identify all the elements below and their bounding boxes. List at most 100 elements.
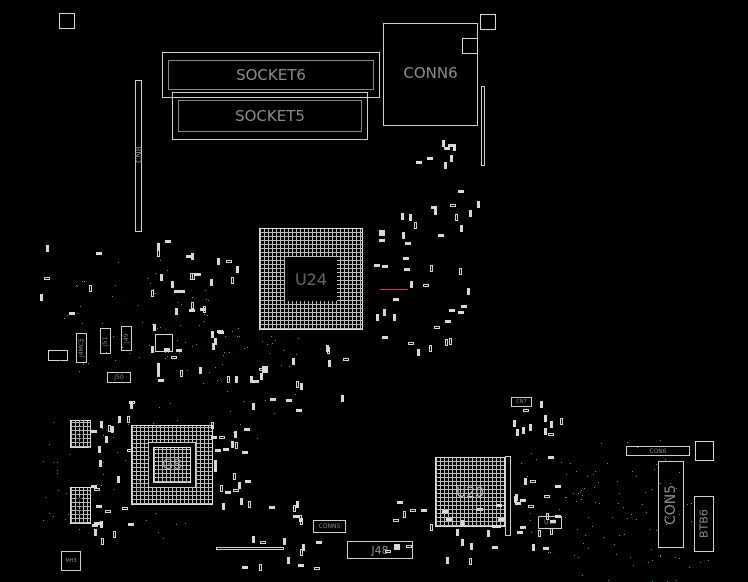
passive-component xyxy=(402,232,406,240)
conn6[interactable] xyxy=(383,23,478,126)
via xyxy=(102,474,104,476)
conn5-label: CONN5 xyxy=(318,523,341,530)
via xyxy=(207,315,209,317)
passive-component xyxy=(469,558,473,566)
via xyxy=(603,536,605,538)
passive-component xyxy=(378,229,385,233)
passive-component xyxy=(469,542,473,550)
cn8-label: CN8 xyxy=(134,146,144,164)
passive-component xyxy=(548,433,555,437)
passive-component xyxy=(403,256,410,260)
via xyxy=(66,492,68,494)
u24-die xyxy=(285,257,337,301)
passive-component xyxy=(543,547,550,551)
passive-component xyxy=(213,337,217,345)
passive-component xyxy=(523,478,527,486)
via xyxy=(550,552,552,554)
btb6[interactable] xyxy=(694,496,714,552)
con6[interactable] xyxy=(626,446,690,456)
via xyxy=(145,487,147,489)
j50[interactable] xyxy=(107,372,131,383)
via xyxy=(78,370,80,372)
socket6[interactable] xyxy=(162,52,380,98)
via xyxy=(114,489,116,491)
u20-label: U20 xyxy=(455,485,485,501)
mh3[interactable] xyxy=(61,551,81,571)
via xyxy=(531,532,533,534)
passive-component xyxy=(44,277,51,281)
via xyxy=(594,470,596,472)
passive-component xyxy=(150,290,154,298)
passive-component xyxy=(252,535,256,543)
via xyxy=(656,463,658,465)
via xyxy=(155,469,157,471)
con5[interactable] xyxy=(658,461,684,548)
via xyxy=(244,348,246,350)
passive-component xyxy=(445,339,449,347)
passive-component xyxy=(408,342,415,346)
passive-component xyxy=(46,245,50,253)
via xyxy=(177,340,179,342)
passive-component xyxy=(458,311,465,315)
j49[interactable] xyxy=(121,326,132,351)
via xyxy=(594,501,596,503)
via xyxy=(632,471,634,473)
passive-component xyxy=(104,435,108,443)
u19[interactable] xyxy=(70,487,91,524)
passive-component xyxy=(264,366,268,374)
passive-component xyxy=(403,511,407,519)
passive-component xyxy=(544,495,551,499)
via xyxy=(52,516,54,518)
socket5-inner xyxy=(178,100,362,132)
passive-component xyxy=(215,449,222,453)
j4mc5-label: J4MC5 xyxy=(78,338,85,358)
j4mc5[interactable] xyxy=(76,333,87,363)
via xyxy=(673,511,675,513)
via xyxy=(134,447,136,449)
via xyxy=(708,559,710,561)
conn5[interactable] xyxy=(313,520,346,533)
via xyxy=(214,366,216,368)
passive-component xyxy=(219,485,223,493)
passive-component xyxy=(236,266,239,274)
passive-component xyxy=(126,448,133,452)
via xyxy=(579,491,581,493)
passive-component xyxy=(292,505,296,513)
via xyxy=(229,410,231,412)
passive-component xyxy=(393,543,400,547)
via xyxy=(548,551,550,553)
u20[interactable] xyxy=(435,457,505,527)
passive-component xyxy=(40,294,44,302)
via xyxy=(521,463,523,465)
j51[interactable] xyxy=(100,328,111,354)
via xyxy=(221,381,223,383)
cn7[interactable] xyxy=(511,397,532,407)
cn8[interactable] xyxy=(135,80,142,232)
via xyxy=(152,422,154,424)
passive-component xyxy=(100,538,104,546)
j51-label: J51 xyxy=(102,336,109,346)
via xyxy=(103,461,105,463)
via xyxy=(690,502,692,504)
via xyxy=(666,522,668,524)
j48[interactable] xyxy=(347,541,413,559)
via xyxy=(67,315,69,317)
via xyxy=(572,492,574,494)
passive-component xyxy=(270,398,277,402)
via xyxy=(619,493,621,495)
via xyxy=(653,468,655,470)
passive-component xyxy=(527,505,534,509)
passive-component xyxy=(230,277,234,285)
passive-component xyxy=(262,366,266,374)
via xyxy=(564,496,566,498)
passive-component xyxy=(492,545,499,549)
passive-component xyxy=(429,265,433,273)
u18[interactable] xyxy=(538,516,562,529)
via xyxy=(267,344,269,346)
passive-component xyxy=(241,450,248,454)
passive-component xyxy=(174,290,181,294)
via xyxy=(536,458,538,460)
passive-component xyxy=(513,419,517,427)
socket5[interactable] xyxy=(172,92,368,140)
